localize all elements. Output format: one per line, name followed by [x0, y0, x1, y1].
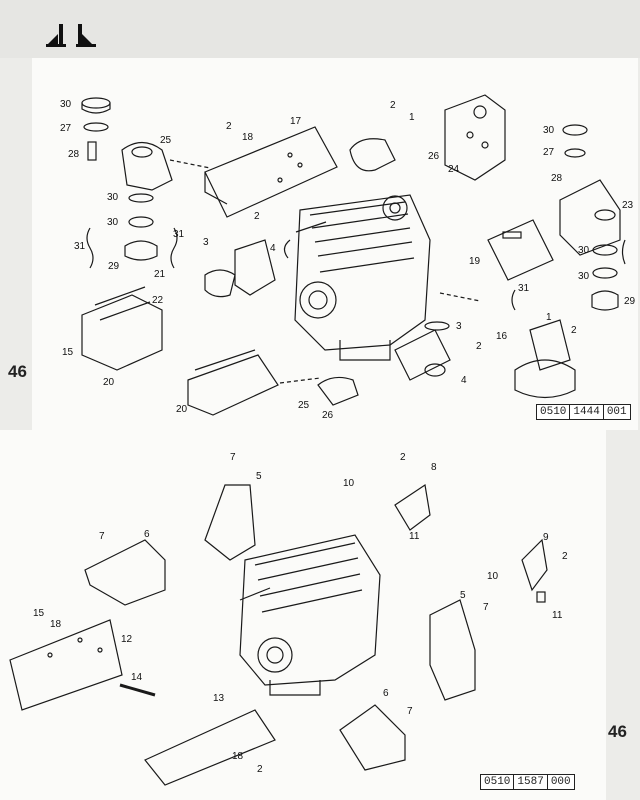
callout: 16 [496, 331, 508, 342]
top-diagram-panel [32, 58, 638, 430]
callout: 23 [622, 200, 634, 211]
callout: 7 [407, 706, 413, 717]
page-number-left: 46 [8, 362, 27, 381]
reference-part: 0510 [537, 405, 571, 419]
page-header [0, 0, 640, 58]
callout: 3 [456, 321, 462, 332]
callout: 27 [543, 147, 555, 158]
callout: 2 [390, 100, 396, 111]
callout: 21 [154, 269, 166, 280]
callout: 26 [322, 410, 334, 421]
engine-mount-logo-icon [46, 24, 96, 47]
callout: 31 [173, 229, 185, 240]
callout: 24 [448, 164, 460, 175]
callout: 2 [226, 121, 232, 132]
callout: 7 [483, 602, 489, 613]
reference-part: 001 [606, 406, 627, 418]
callout: 7 [99, 531, 105, 542]
callout: 6 [383, 688, 389, 699]
callout: 25 [298, 400, 310, 411]
callout: 19 [469, 256, 481, 267]
callout: 30 [578, 271, 590, 282]
callout: 28 [551, 173, 563, 184]
callout: 31 [518, 283, 530, 294]
callout: 25 [160, 135, 172, 146]
callout: 1 [409, 112, 415, 123]
bottom-diagram-panel [0, 430, 606, 800]
callout: 11 [552, 610, 563, 621]
callout: 18 [232, 751, 244, 762]
callout: 6 [144, 529, 150, 540]
callout: 17 [290, 116, 302, 127]
callout: 27 [60, 123, 72, 134]
callout: 12 [121, 634, 133, 645]
callout: 28 [68, 149, 80, 160]
callout: 10 [487, 571, 499, 582]
callout: 8 [431, 462, 437, 473]
reference-part: 1587 [514, 775, 548, 789]
callout: 15 [33, 608, 45, 619]
engine-top [283, 194, 431, 361]
callout: 30 [107, 217, 119, 228]
callout: 5 [460, 590, 466, 601]
callout: 29 [624, 296, 636, 307]
callout: 18 [50, 619, 62, 630]
callout: 22 [152, 295, 164, 306]
callout: 31 [74, 241, 86, 252]
drawing-reference-bottom: 0510 1587 000 [480, 774, 575, 790]
callout: 2 [476, 341, 482, 352]
callout: 9 [543, 532, 549, 543]
callout: 29 [108, 261, 120, 272]
callout: 30 [60, 99, 72, 110]
callout: 2 [562, 551, 568, 562]
callout: 2 [254, 211, 260, 222]
reference-part: 000 [550, 776, 571, 788]
callout: 30 [543, 125, 555, 136]
callout: 5 [256, 471, 262, 482]
callout: 3 [203, 237, 209, 248]
callout: 7 [230, 452, 236, 463]
reference-part: 1444 [570, 405, 604, 419]
callout: 2 [257, 764, 263, 775]
callout: 10 [343, 478, 355, 489]
callout: 30 [578, 245, 590, 256]
callout: 30 [107, 192, 119, 203]
callout: 4 [270, 243, 276, 254]
callout: 26 [428, 151, 440, 162]
callout: 1 [546, 312, 552, 323]
callout: 20 [176, 404, 188, 415]
callout: 2 [571, 325, 577, 336]
callout: 11 [409, 531, 420, 542]
reference-part: 0510 [481, 775, 515, 789]
engine-bottom [239, 534, 381, 696]
callout: 18 [242, 132, 254, 143]
callout: 4 [461, 375, 467, 386]
callout: 2 [400, 452, 406, 463]
callout: 20 [103, 377, 115, 388]
drawing-reference-top: 0510 1444 001 [536, 404, 631, 420]
callout: 15 [62, 347, 74, 358]
callout: 14 [131, 672, 143, 683]
page-number-right: 46 [608, 722, 627, 741]
callout: 13 [213, 693, 225, 704]
